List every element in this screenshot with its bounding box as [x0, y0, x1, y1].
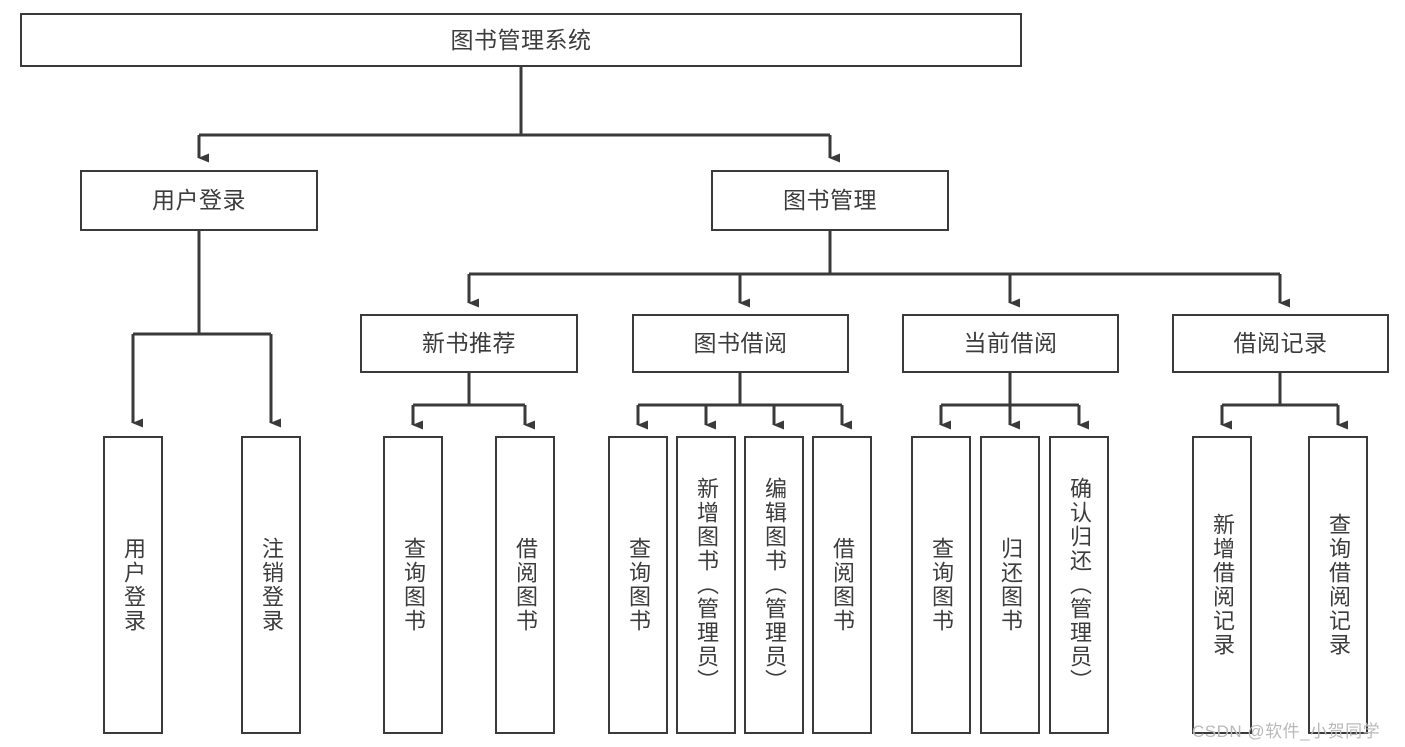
node-label: 新增图书（管理员）: [693, 477, 719, 693]
csdn-watermark: CSDN @软件_小贺同学: [1192, 722, 1381, 741]
node-root-system[interactable]: 图书管理系统: [20, 13, 1022, 67]
leaf-borrow-record-add[interactable]: 新增借阅记录: [1192, 436, 1252, 734]
leaf-book-borrow-query[interactable]: 查询图书: [608, 436, 668, 734]
node-label: 查询借阅记录: [1325, 513, 1351, 657]
node-label: 借阅记录: [1233, 330, 1328, 357]
node-book-borrow[interactable]: 图书借阅: [632, 314, 849, 373]
leaf-user-login-logout[interactable]: 注销登录: [241, 436, 301, 734]
node-label: 确认归还（管理员）: [1066, 477, 1092, 693]
node-label: 注销登录: [258, 537, 284, 633]
leaf-book-borrow-edit[interactable]: 编辑图书（管理员）: [744, 436, 804, 734]
node-label: 查询图书: [928, 537, 954, 633]
node-label: 用户登录: [152, 187, 246, 214]
node-label: 新增借阅记录: [1209, 513, 1235, 657]
node-book-management[interactable]: 图书管理: [711, 170, 949, 231]
node-label: 归还图书: [997, 537, 1023, 633]
leaf-book-borrow-borrow[interactable]: 借阅图书: [812, 436, 872, 734]
node-borrow-record[interactable]: 借阅记录: [1172, 314, 1389, 373]
node-label: 图书借阅: [693, 330, 788, 357]
node-label: 新书推荐: [422, 330, 516, 357]
leaf-current-borrow-query[interactable]: 查询图书: [911, 436, 971, 734]
node-user-login[interactable]: 用户登录: [80, 170, 318, 231]
leaf-borrow-record-query[interactable]: 查询借阅记录: [1308, 436, 1368, 734]
leaf-new-book-borrow[interactable]: 借阅图书: [495, 436, 555, 734]
leaf-current-borrow-return[interactable]: 归还图书: [980, 436, 1040, 734]
node-label: 借阅图书: [512, 537, 538, 633]
leaf-current-borrow-confirm-return[interactable]: 确认归还（管理员）: [1049, 436, 1109, 734]
node-label: 当前借阅: [963, 330, 1058, 357]
node-label: 查询图书: [625, 537, 651, 633]
node-label: 用户登录: [120, 537, 146, 633]
node-label: 查询图书: [400, 537, 426, 633]
node-label: 编辑图书（管理员）: [761, 477, 787, 693]
node-label: 图书管理: [783, 187, 877, 214]
leaf-new-book-query[interactable]: 查询图书: [383, 436, 443, 734]
node-label: 借阅图书: [829, 537, 855, 633]
leaf-user-login-login[interactable]: 用户登录: [103, 436, 163, 734]
node-current-borrow[interactable]: 当前借阅: [902, 314, 1119, 373]
node-label: 图书管理系统: [450, 26, 592, 53]
node-new-book-recommend[interactable]: 新书推荐: [360, 314, 578, 373]
leaf-book-borrow-add[interactable]: 新增图书（管理员）: [676, 436, 736, 734]
